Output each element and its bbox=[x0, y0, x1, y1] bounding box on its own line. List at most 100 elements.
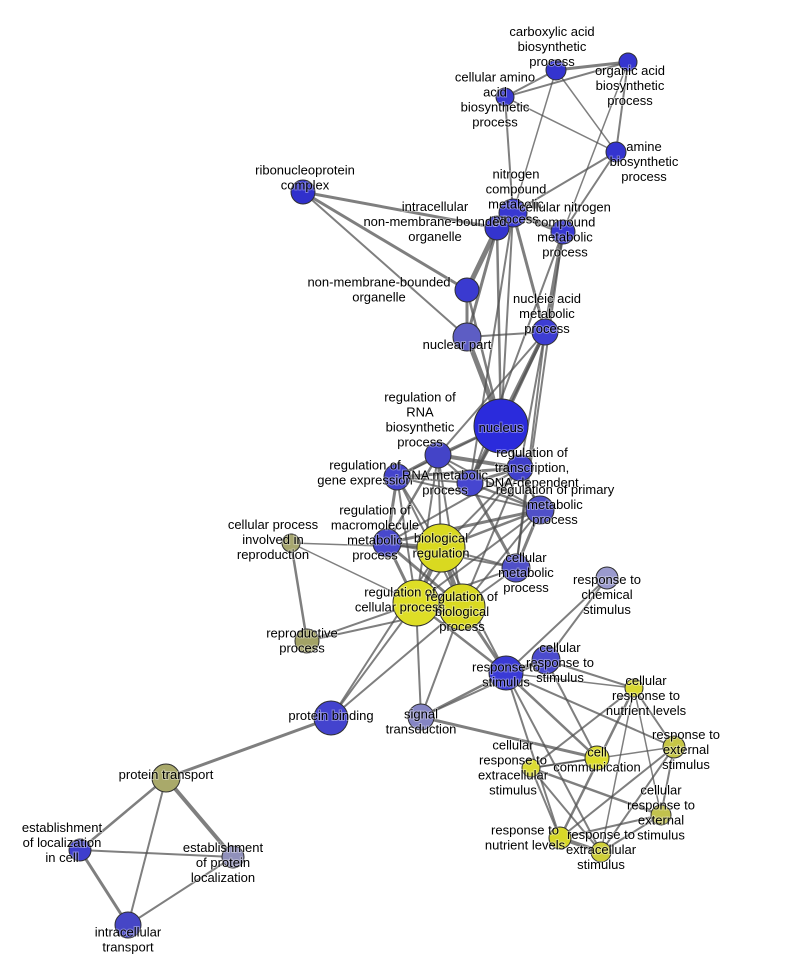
node-rtd[interactable] bbox=[506, 454, 534, 482]
node-cmp[interactable] bbox=[501, 553, 531, 583]
node-st[interactable] bbox=[407, 703, 435, 731]
edge-rs-rcs bbox=[505, 577, 608, 674]
edge-rpm-rcp bbox=[415, 509, 541, 604]
node-rs[interactable] bbox=[488, 655, 524, 691]
node-oab[interactable] bbox=[618, 52, 638, 72]
edge-rrb-rtd bbox=[436, 453, 522, 470]
edge-rs-crnl bbox=[505, 672, 635, 689]
node-cncm[interactable] bbox=[550, 219, 576, 245]
edge-cc-st bbox=[419, 715, 599, 760]
edge-rnp-nmbo bbox=[301, 190, 469, 292]
node-caab[interactable] bbox=[495, 87, 515, 107]
edge-rs-rnl bbox=[505, 672, 561, 839]
edge-rexs-crexs bbox=[600, 814, 662, 853]
node-rexs[interactable] bbox=[590, 841, 612, 863]
edge-elc-epl bbox=[79, 849, 234, 858]
node-rcs[interactable] bbox=[595, 566, 619, 590]
node-rmm[interactable] bbox=[372, 528, 402, 558]
edge-rnp-np bbox=[302, 191, 468, 338]
node-br[interactable] bbox=[416, 523, 466, 573]
node-rnp[interactable] bbox=[290, 179, 316, 205]
node-crnl[interactable] bbox=[624, 678, 644, 698]
edge-rbp-pb bbox=[330, 606, 463, 719]
node-pt[interactable] bbox=[151, 763, 181, 793]
node-inmbo[interactable] bbox=[484, 215, 510, 241]
node-rmp[interactable] bbox=[456, 469, 484, 497]
node-rnl[interactable] bbox=[548, 826, 572, 850]
edge-ab-ncm bbox=[512, 151, 617, 214]
node-ab[interactable] bbox=[605, 141, 627, 163]
node-crexs[interactable] bbox=[650, 804, 672, 826]
node-nmbo[interactable] bbox=[454, 277, 480, 303]
node-rp[interactable] bbox=[294, 628, 320, 654]
edge-oab-cncm bbox=[562, 61, 629, 233]
node-elc[interactable] bbox=[68, 838, 92, 862]
node-crs[interactable] bbox=[531, 645, 561, 675]
node-np[interactable] bbox=[452, 322, 482, 352]
edge-rmp-cmp bbox=[468, 481, 518, 570]
edge-res-rexs bbox=[600, 746, 675, 853]
edge-caab-ncm bbox=[504, 96, 514, 214]
node-rbp[interactable] bbox=[438, 583, 486, 631]
edge-rtd-rcp bbox=[415, 467, 521, 604]
node-nuc[interactable] bbox=[473, 398, 529, 454]
edge-pt-epl bbox=[164, 776, 235, 859]
node-it[interactable] bbox=[114, 911, 142, 939]
edge-crnl-rexs bbox=[600, 687, 635, 853]
edge-cres-crexs bbox=[529, 766, 663, 817]
node-cpir[interactable] bbox=[281, 533, 301, 553]
edge-crnl-cres bbox=[530, 687, 635, 769]
edge-rnl-crexs bbox=[559, 814, 662, 839]
node-cres[interactable] bbox=[521, 758, 541, 778]
node-res[interactable] bbox=[662, 735, 686, 759]
node-cc[interactable] bbox=[584, 745, 610, 771]
node-label-nuc: nucleus bbox=[479, 420, 524, 435]
node-rrb[interactable] bbox=[424, 441, 452, 469]
node-rpm[interactable] bbox=[525, 495, 555, 525]
node-nam[interactable] bbox=[531, 318, 559, 346]
node-pb[interactable] bbox=[313, 700, 349, 736]
node-cab[interactable] bbox=[545, 59, 567, 81]
edge-rtd-rge bbox=[395, 466, 522, 479]
node-epl[interactable] bbox=[221, 845, 245, 869]
edge-caab-ab bbox=[504, 96, 617, 153]
edge-epl-it bbox=[127, 856, 234, 926]
edge-inmbo-nuc bbox=[495, 226, 503, 428]
node-label-pb: protein binding bbox=[288, 708, 373, 723]
edge-crnl-res bbox=[633, 687, 675, 748]
nodes-layer bbox=[68, 52, 686, 939]
edge-oab-caab bbox=[504, 61, 629, 98]
edge-rpm-rmm bbox=[385, 508, 542, 545]
edge-oab-ab bbox=[615, 61, 629, 153]
edge-crs-st bbox=[420, 659, 547, 718]
edge-crs-crnl bbox=[545, 659, 635, 689]
edge-rcp-pb bbox=[330, 602, 417, 719]
edge-rrb-rmm bbox=[385, 453, 440, 545]
edge-pt-elc bbox=[78, 776, 168, 852]
edge-br-pb bbox=[330, 547, 442, 719]
edge-ab-cncm bbox=[562, 151, 617, 233]
edge-ncm-nam bbox=[511, 211, 547, 334]
node-rge[interactable] bbox=[383, 463, 411, 491]
edge-res-crexs bbox=[660, 746, 675, 816]
